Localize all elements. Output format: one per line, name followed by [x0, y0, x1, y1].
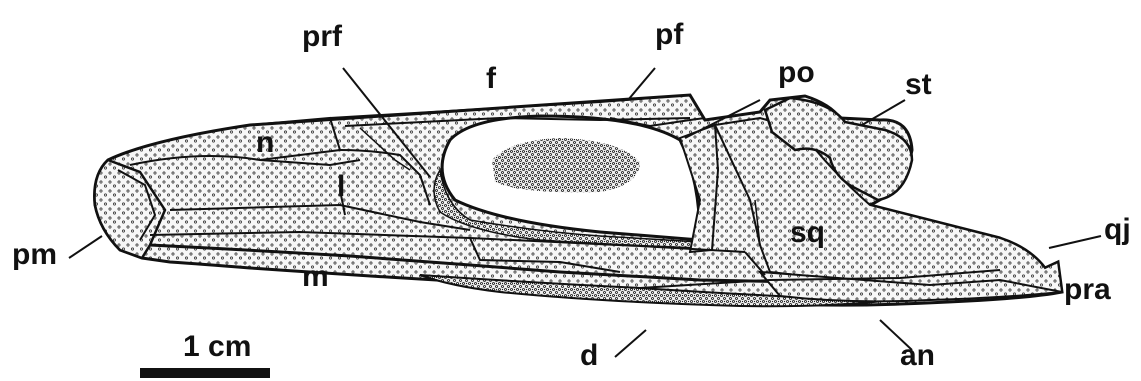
label-pm: pm [12, 240, 57, 270]
scale-bar [140, 368, 270, 378]
label-qj: qj [1104, 215, 1131, 245]
label-n: n [256, 128, 274, 158]
label-st: st [905, 70, 932, 100]
label-prf: prf [302, 22, 342, 52]
leader-pm [69, 236, 102, 258]
label-d: d [580, 341, 598, 371]
label-sq: sq [790, 218, 825, 248]
label-pra: pra [1064, 275, 1111, 305]
label-m: m [302, 262, 329, 292]
leader-d [615, 330, 646, 357]
label-f: f [486, 64, 496, 94]
scale-bar-label: 1 cm [183, 332, 251, 362]
label-pf: pf [655, 20, 683, 50]
label-l: l [337, 172, 345, 202]
leader-pf [628, 68, 655, 100]
leader-qj [1049, 236, 1101, 248]
label-po: po [778, 58, 815, 88]
label-an: an [900, 341, 935, 371]
